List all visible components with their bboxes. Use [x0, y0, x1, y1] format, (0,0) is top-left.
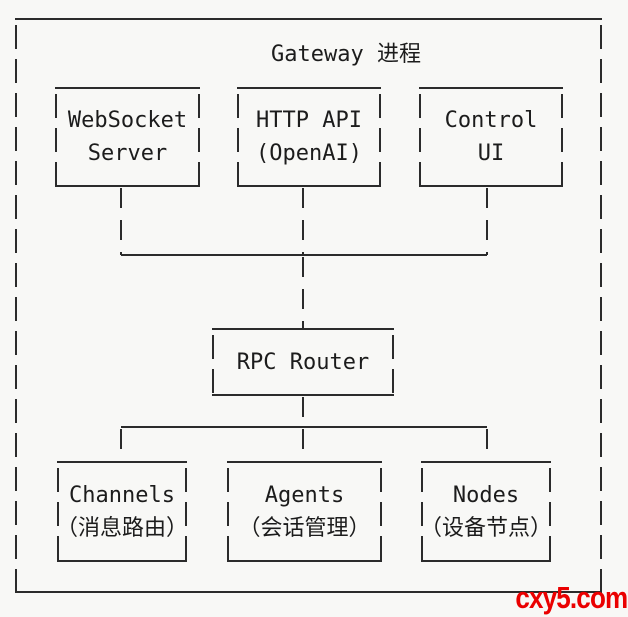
- box-websocket-server-line1: WebSocket: [67, 108, 188, 133]
- box-nodes-border: [421, 461, 551, 562]
- box-control-ui: Control UI: [419, 88, 563, 186]
- box-rpc-router: RPC Router: [212, 329, 394, 395]
- box-agents-line2: （会话管理）: [238, 515, 371, 541]
- box-control-ui-line1: Control: [444, 108, 538, 133]
- box-websocket-server: WebSocket Server: [55, 88, 200, 186]
- box-websocket-server-line2: Server: [87, 141, 168, 166]
- box-nodes-line2: （设备节点）: [420, 515, 553, 541]
- box-control-ui-border: [419, 87, 563, 187]
- diagram-title: Gateway 进程: [271, 42, 421, 67]
- box-rpc-router-border: [212, 328, 394, 396]
- box-agents-border: [227, 461, 382, 562]
- box-rpc-router-label: RPC Router: [236, 349, 370, 375]
- box-websocket-server-border: [55, 87, 200, 187]
- box-channels-line2: （消息路由）: [56, 515, 189, 541]
- box-channels-border: [57, 461, 187, 562]
- box-nodes-line1: Nodes: [452, 482, 520, 508]
- box-channels-line1: Channels: [69, 482, 175, 508]
- box-http-api-line1: HTTP API: [256, 108, 362, 133]
- box-control-ui-line2: UI: [477, 141, 505, 166]
- box-agents: Agents （会话管理）: [227, 462, 382, 561]
- watermark: cxy5.com: [515, 580, 628, 615]
- connectors-top: [120, 186, 488, 329]
- outer-border: [15, 18, 602, 593]
- box-http-api: HTTP API (OpenAI): [237, 88, 381, 186]
- box-channels: Channels （消息路由）: [56, 462, 189, 561]
- box-http-api-line2: (OpenAI): [256, 141, 362, 166]
- box-http-api-border: [237, 87, 381, 187]
- box-nodes: Nodes （设备节点）: [420, 462, 553, 561]
- box-agents-line1: Agents: [264, 482, 345, 508]
- connectors-bottom: [120, 395, 488, 462]
